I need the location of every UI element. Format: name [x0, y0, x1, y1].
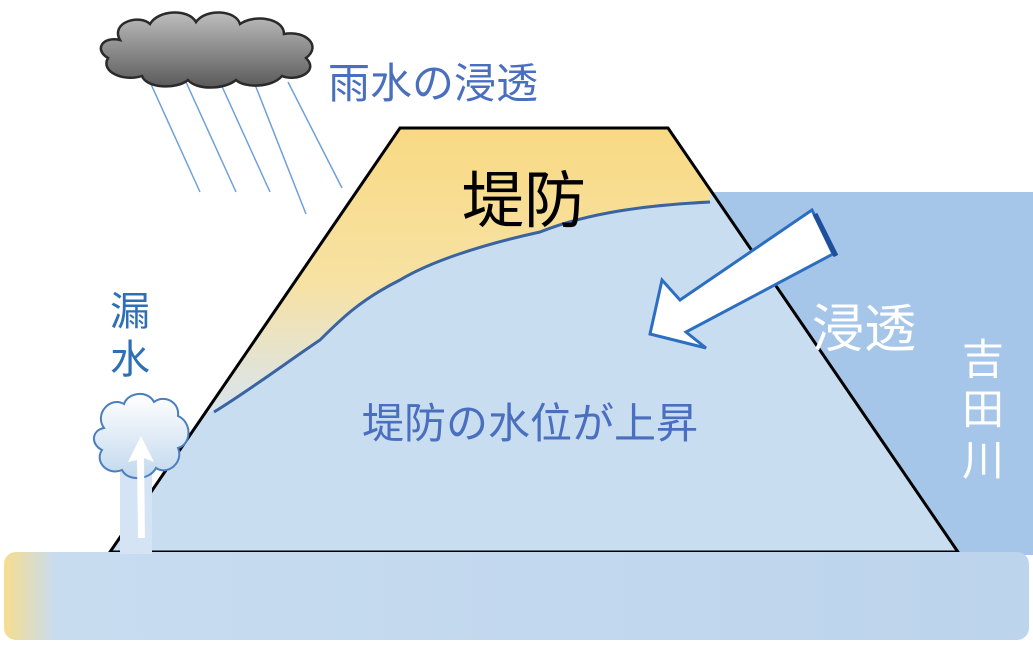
dike-label: 堤防: [462, 164, 587, 237]
river-char-1: 吉: [962, 335, 1005, 384]
leak-arrow-icon: [128, 436, 154, 538]
seepage-arrow-icon: [648, 207, 839, 350]
water-level-rise-label: 堤防の水位が上昇: [362, 399, 699, 448]
leakage-char-1: 漏: [110, 289, 150, 335]
seepage-label: 浸透: [812, 300, 917, 360]
rain-lines: [149, 81, 343, 215]
leakage-char-2: 水: [110, 337, 150, 383]
leakage-label: 漏 水: [110, 288, 150, 384]
river-char-2: 田: [962, 385, 1005, 435]
phreatic-line: [213, 200, 711, 414]
cloud-icon: [99, 11, 314, 89]
river-name-label: 吉 田 川: [962, 335, 1004, 486]
river-char-3: 川: [962, 435, 1005, 485]
ground: [4, 552, 1029, 640]
rain-infiltration-label: 雨水の浸透: [328, 59, 539, 108]
spring-icon: [93, 393, 190, 479]
